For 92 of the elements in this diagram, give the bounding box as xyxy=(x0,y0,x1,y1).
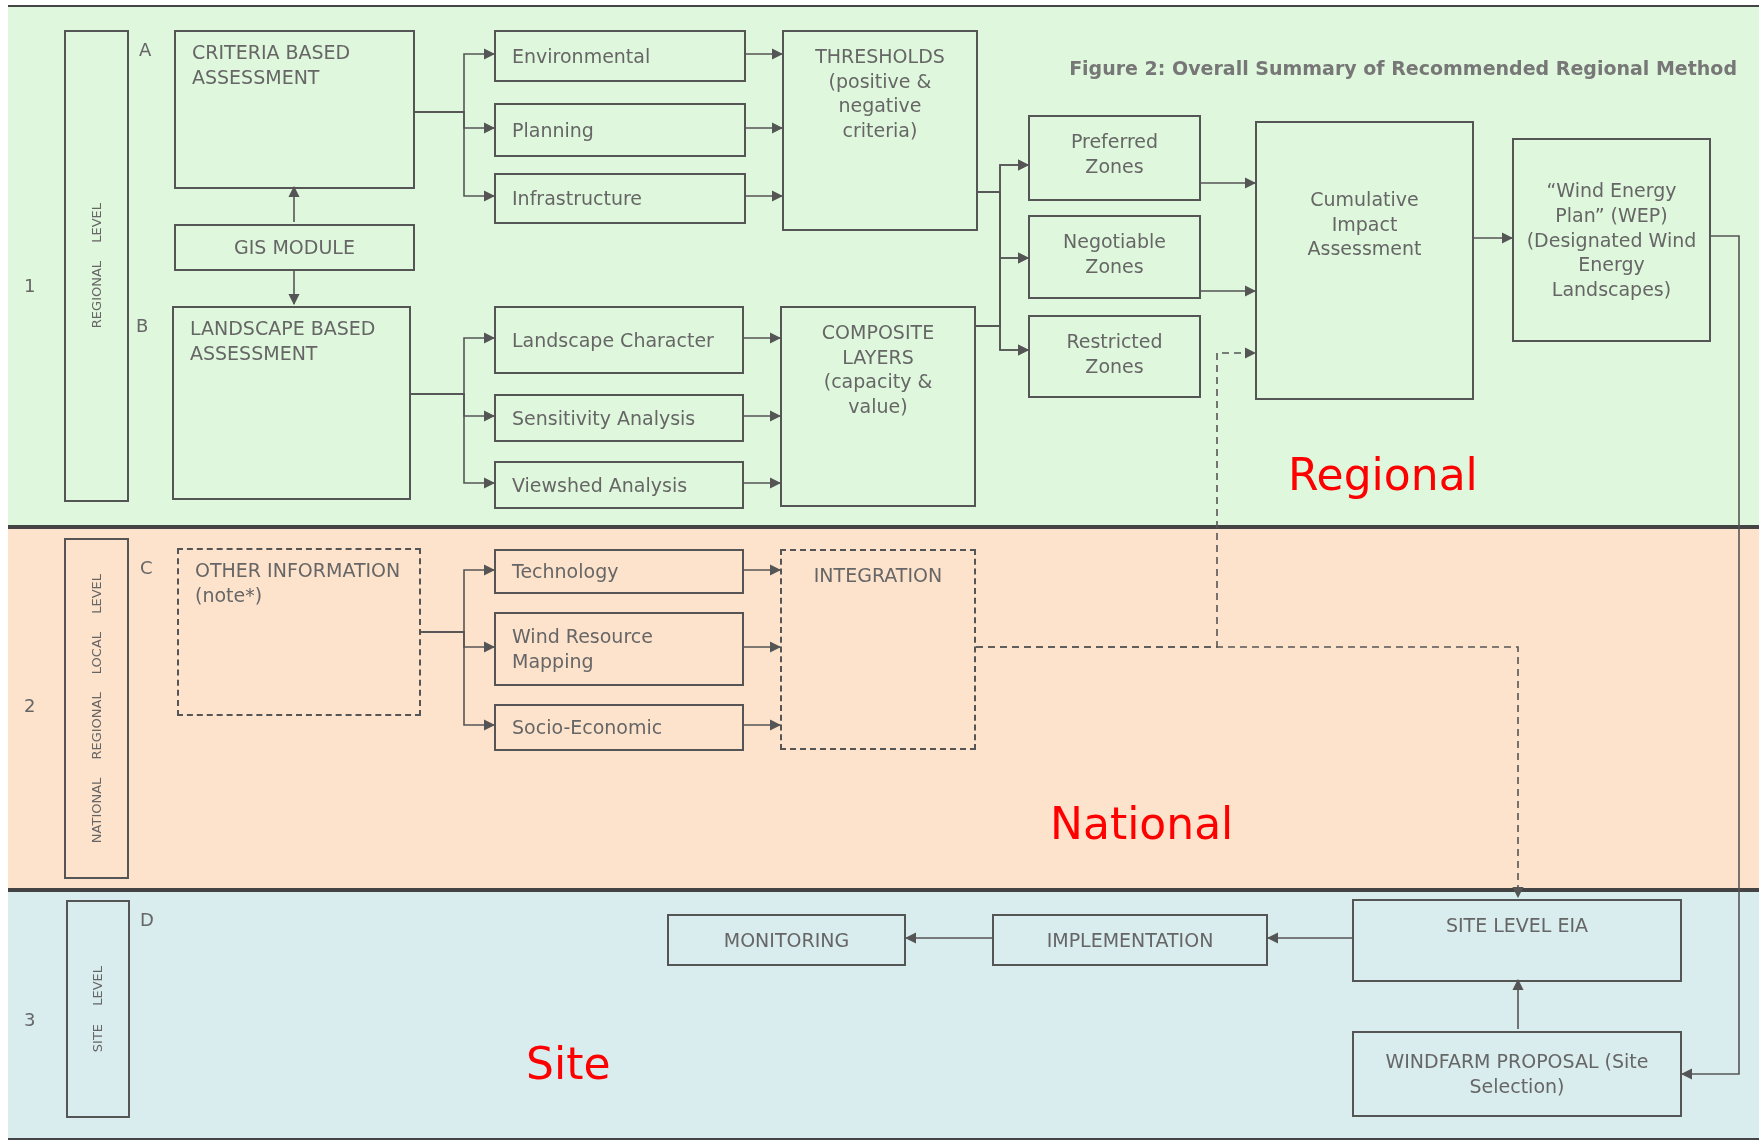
box-text: LANDSCAPE BASED ASSESSMENT xyxy=(190,316,377,366)
box-text: Technology xyxy=(512,559,619,584)
arrow xyxy=(745,122,784,134)
arrow xyxy=(743,719,782,731)
process-box xyxy=(1512,138,1711,342)
process-box xyxy=(1255,121,1474,400)
arrow xyxy=(743,332,782,344)
row-marker: D xyxy=(140,908,154,932)
process-box xyxy=(494,704,744,751)
process-box xyxy=(494,612,744,686)
level-band xyxy=(8,5,1759,527)
process-box xyxy=(494,30,746,82)
box-text: (note*) xyxy=(195,582,263,608)
arrow xyxy=(414,111,496,202)
process-box xyxy=(177,548,421,716)
arrow xyxy=(743,564,782,576)
process-box xyxy=(780,306,976,507)
box-text: COMPOSITE LAYERS (capacity & value) xyxy=(820,320,936,419)
row-marker: 2 xyxy=(24,694,36,718)
row-marker: 1 xyxy=(24,274,36,298)
box-text: Cumulative Impact Assessment xyxy=(1306,187,1423,262)
arrow xyxy=(743,477,782,489)
arrow xyxy=(745,48,784,60)
box-text: CRITERIA BASED ASSESSMENT xyxy=(192,40,352,90)
arrow xyxy=(1266,932,1353,944)
process-box xyxy=(780,549,976,750)
box-text: WINDFARM PROPOSAL (Site Selection) xyxy=(1384,1049,1650,1099)
box-text: Infrastructure xyxy=(512,186,642,211)
process-box xyxy=(174,224,415,271)
process-box xyxy=(1028,315,1201,398)
process-box xyxy=(1352,899,1682,982)
process-box xyxy=(992,914,1268,966)
process-box xyxy=(494,549,744,594)
process-box xyxy=(494,394,744,442)
process-box xyxy=(1028,115,1201,201)
arrow xyxy=(420,631,496,731)
arrow xyxy=(1680,235,1740,1080)
level-name: NATIONAL REGIONAL LOCAL LEVEL xyxy=(87,573,105,844)
process-box xyxy=(782,30,978,231)
arrow xyxy=(1200,285,1257,297)
box-text: Socio-Economic xyxy=(512,715,663,740)
process-box xyxy=(494,461,744,509)
box-text: Planning xyxy=(512,117,594,143)
band-title: Regional xyxy=(1288,453,1478,497)
arrow xyxy=(975,646,1524,899)
process-box xyxy=(494,103,746,157)
level-band xyxy=(8,890,1759,1140)
band-title: National xyxy=(1050,802,1234,846)
row-marker: B xyxy=(136,314,149,338)
box-text: Environmental xyxy=(512,43,651,69)
level-box xyxy=(64,30,129,502)
box-text: THRESHOLDS (positive & negative criteria) xyxy=(814,44,946,143)
box-text: Sensitivity Analysis xyxy=(512,405,696,431)
level-box xyxy=(64,538,129,879)
box-text: Wind Resource Mapping xyxy=(512,624,654,674)
box-text: GIS MODULE xyxy=(234,235,355,260)
arrow xyxy=(743,410,782,422)
arrow xyxy=(288,268,300,306)
figure-title: Figure 2: Overall Summary of Recommended Regional Method xyxy=(1069,56,1737,81)
level-name: SITE LEVEL xyxy=(89,965,107,1053)
box-text: Negotiable Zones xyxy=(1062,229,1167,279)
process-box xyxy=(1028,215,1201,299)
process-box xyxy=(172,306,411,500)
box-text: SITE LEVEL EIA xyxy=(1445,913,1589,938)
box-text: “Wind Energy Plan” (WEP) (Designated Wind Energy Landscapes) xyxy=(1526,178,1697,302)
process-box xyxy=(1352,1031,1682,1117)
arrow xyxy=(1473,232,1514,244)
box-text: OTHER INFORMATION xyxy=(195,558,401,583)
process-box xyxy=(174,30,415,189)
level-box xyxy=(66,900,130,1118)
row-marker: C xyxy=(140,556,153,580)
row-marker: A xyxy=(139,38,152,62)
arrow xyxy=(1200,177,1257,189)
band-title: Site xyxy=(526,1042,611,1086)
arrow xyxy=(743,641,782,653)
box-text: Landscape Character xyxy=(512,327,714,353)
box-text: Viewshed Analysis xyxy=(512,472,688,498)
process-box xyxy=(494,306,744,374)
box-text: INTEGRATION xyxy=(813,563,943,588)
process-box xyxy=(494,173,746,224)
process-box xyxy=(667,914,906,966)
arrow xyxy=(410,393,496,489)
row-marker: 3 xyxy=(24,1008,36,1032)
arrow xyxy=(975,325,1030,356)
level-name: REGIONAL LEVEL xyxy=(87,203,105,329)
box-text: IMPLEMENTATION xyxy=(1046,927,1214,953)
box-text: Restricted Zones xyxy=(1065,329,1164,379)
level-band xyxy=(8,527,1759,890)
arrow xyxy=(745,190,784,202)
arrow xyxy=(904,932,993,944)
box-text: Preferred Zones xyxy=(1069,129,1160,179)
box-text: MONITORING xyxy=(723,927,850,953)
